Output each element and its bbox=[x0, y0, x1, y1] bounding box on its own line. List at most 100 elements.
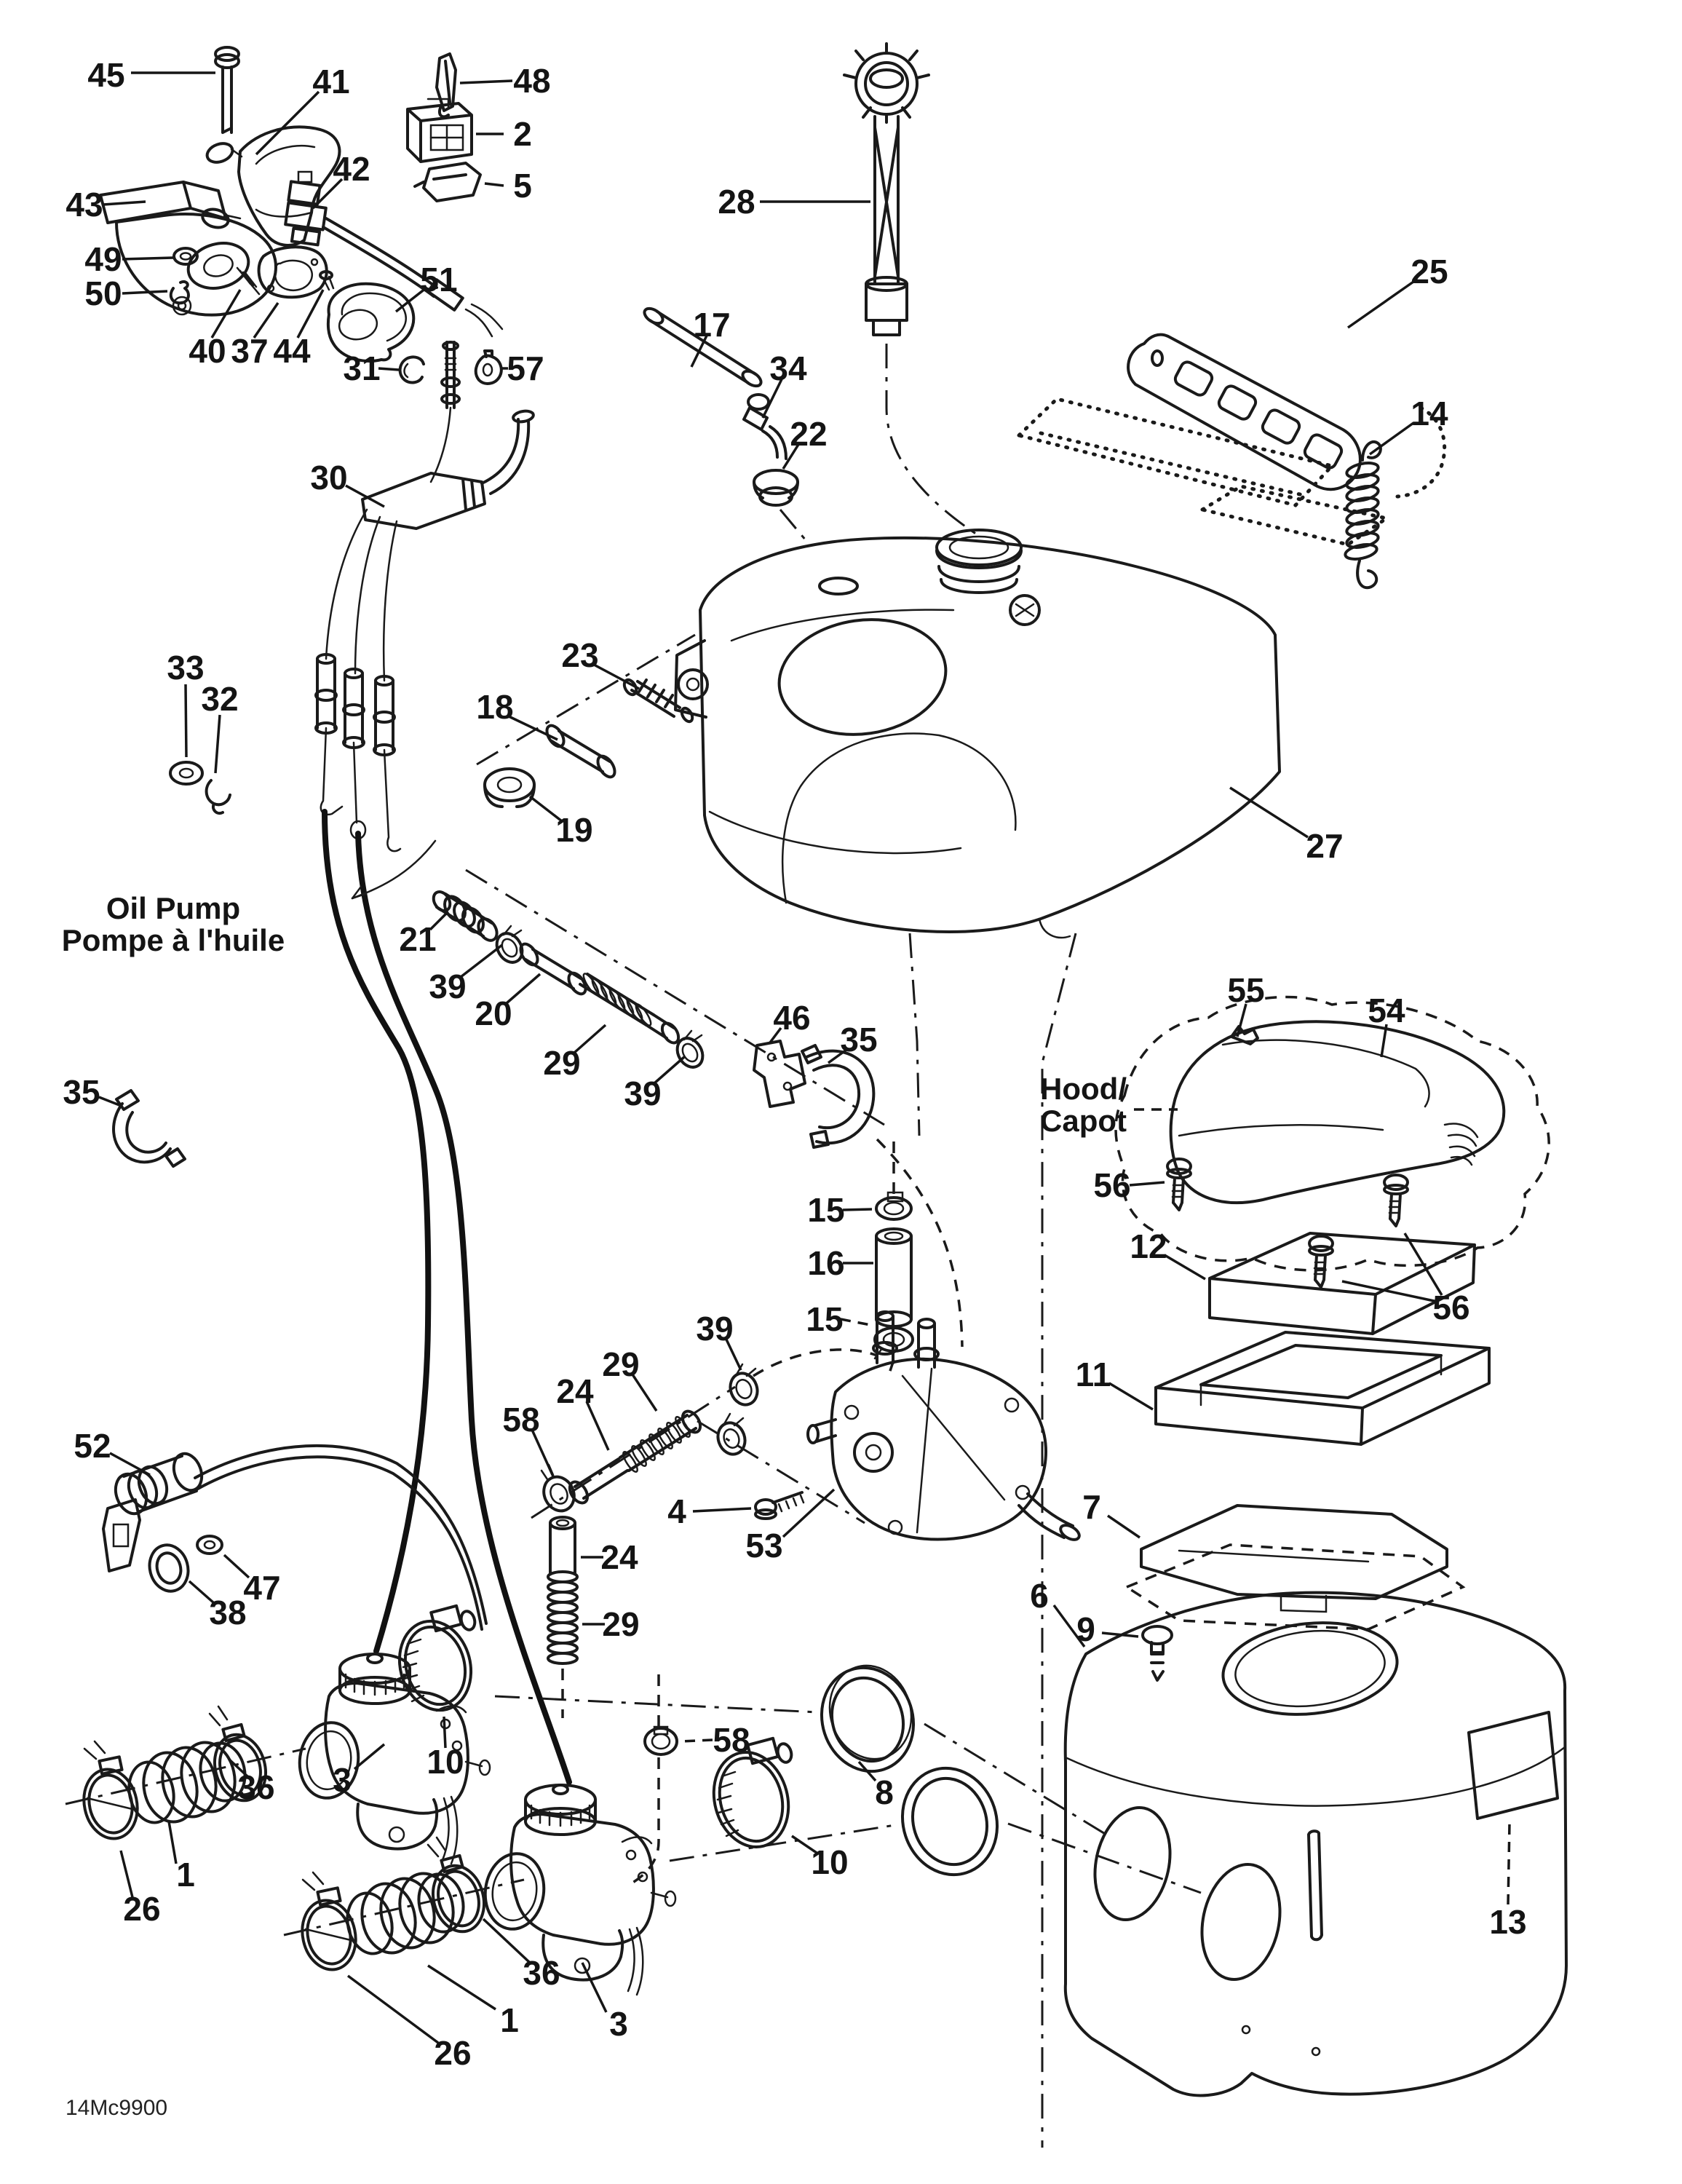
callout-6: 6 bbox=[1030, 1577, 1086, 1648]
callout-number: 15 bbox=[806, 1300, 843, 1338]
callout-number: 54 bbox=[1368, 992, 1405, 1029]
callout-number: 44 bbox=[273, 332, 311, 370]
callout-27: 27 bbox=[1229, 786, 1344, 865]
callout-29: 29 bbox=[602, 1345, 658, 1412]
callout-leader bbox=[459, 79, 513, 84]
callout-leader bbox=[167, 1821, 178, 1864]
callout-leader bbox=[443, 1716, 447, 1749]
hose-clip-left bbox=[112, 1089, 186, 1168]
callout-number: 43 bbox=[66, 186, 103, 223]
callout-leader bbox=[782, 1488, 836, 1538]
callout-leader bbox=[429, 911, 448, 931]
callout-leader bbox=[223, 1554, 250, 1579]
fuel-tank bbox=[674, 529, 1281, 939]
callout-leader bbox=[122, 290, 168, 295]
callout-leader bbox=[593, 663, 640, 690]
callout-number: 29 bbox=[602, 1605, 639, 1643]
callout-number: 32 bbox=[201, 680, 238, 718]
callout-number: 11 bbox=[1076, 1356, 1111, 1393]
callout-leader bbox=[255, 90, 320, 156]
callout-leader bbox=[1236, 1003, 1247, 1037]
support-bracket-and-spring bbox=[1015, 333, 1447, 590]
callout-19: 19 bbox=[528, 795, 593, 849]
callout-2: 2 bbox=[476, 115, 532, 153]
callout-20: 20 bbox=[475, 973, 542, 1032]
callout-leader bbox=[427, 1964, 496, 2011]
callout-leader bbox=[1229, 786, 1309, 839]
callout-38: 38 bbox=[188, 1580, 247, 1631]
callout-leader bbox=[214, 714, 221, 774]
callout-22: 22 bbox=[782, 415, 828, 470]
callout-51: 51 bbox=[394, 261, 458, 313]
centerlines bbox=[494, 933, 1077, 2148]
callout-number: 35 bbox=[840, 1021, 877, 1059]
callout-41: 41 bbox=[255, 63, 350, 156]
callout-leader bbox=[528, 795, 563, 823]
callout-leader bbox=[394, 287, 427, 313]
callout-number: 22 bbox=[790, 415, 827, 453]
callout-leader bbox=[346, 1974, 440, 2044]
callout-leader bbox=[1101, 1631, 1139, 1638]
throttle-cable-junction bbox=[314, 341, 572, 1785]
callout-number: 49 bbox=[84, 240, 122, 278]
callout-leader bbox=[761, 379, 783, 419]
hood-label-fr: Capot bbox=[1040, 1104, 1127, 1138]
callout-45: 45 bbox=[87, 56, 215, 94]
callout-leader bbox=[459, 943, 504, 978]
callout-58: 58 bbox=[502, 1401, 555, 1477]
callout-number: 57 bbox=[507, 349, 544, 387]
callout-leader bbox=[122, 256, 174, 261]
callout-number: 38 bbox=[209, 1594, 246, 1631]
callout-11: 11 bbox=[1076, 1356, 1154, 1411]
callout-number: 36 bbox=[237, 1768, 274, 1806]
callout-12: 12 bbox=[1130, 1227, 1206, 1281]
callout-number: 50 bbox=[84, 274, 122, 312]
callout-leader bbox=[1164, 1254, 1206, 1281]
callout-10: 10 bbox=[427, 1716, 464, 1781]
callout-14: 14 bbox=[1368, 395, 1448, 456]
callout-35: 35 bbox=[827, 1021, 878, 1064]
callout-29: 29 bbox=[582, 1605, 640, 1643]
callout-39: 39 bbox=[624, 1056, 686, 1112]
fuel-gauge-dipstick bbox=[843, 42, 982, 539]
callout-number: 56 bbox=[1093, 1166, 1130, 1204]
callout-number: 1 bbox=[176, 1856, 195, 1894]
callout-15: 15 bbox=[806, 1300, 871, 1338]
callout-leader bbox=[1380, 1024, 1388, 1058]
callout-49: 49 bbox=[84, 240, 174, 278]
callout-leader bbox=[1346, 280, 1415, 329]
callout-7: 7 bbox=[1082, 1488, 1140, 1539]
callout-3: 3 bbox=[581, 1962, 628, 2043]
callout-leader bbox=[505, 973, 542, 1005]
callout-leader bbox=[631, 1374, 658, 1412]
callout-number: 52 bbox=[74, 1427, 111, 1465]
callout-leader bbox=[1368, 422, 1415, 456]
callout-34: 34 bbox=[761, 349, 807, 419]
callout-8: 8 bbox=[857, 1760, 894, 1811]
callout-1: 1 bbox=[167, 1821, 195, 1894]
callout-number: 24 bbox=[556, 1372, 594, 1410]
callout-leader bbox=[1129, 1181, 1165, 1187]
impulse-hose-cluster bbox=[432, 869, 885, 1149]
callout-number: 10 bbox=[811, 1843, 848, 1881]
callout-32: 32 bbox=[201, 680, 239, 774]
callout-leader bbox=[103, 200, 146, 206]
callout-leader bbox=[782, 443, 801, 470]
hood-screws bbox=[1166, 1158, 1409, 1289]
callout-leader bbox=[1341, 1280, 1438, 1303]
callout-leader bbox=[840, 1318, 871, 1326]
callout-10: 10 bbox=[791, 1835, 849, 1881]
callout-leader bbox=[109, 1452, 151, 1476]
callout-30: 30 bbox=[310, 459, 385, 508]
callout-number: 19 bbox=[555, 811, 592, 849]
callout-leader bbox=[484, 182, 504, 187]
callout-number: 15 bbox=[807, 1191, 844, 1229]
callout-56: 56 bbox=[1341, 1233, 1470, 1326]
callout-number: 30 bbox=[310, 459, 347, 496]
callout-26: 26 bbox=[346, 1974, 472, 2072]
callout-55: 55 bbox=[1227, 971, 1265, 1037]
callout-leader bbox=[692, 1507, 752, 1513]
callout-18: 18 bbox=[476, 688, 558, 741]
callout-number: 26 bbox=[434, 2034, 471, 2072]
